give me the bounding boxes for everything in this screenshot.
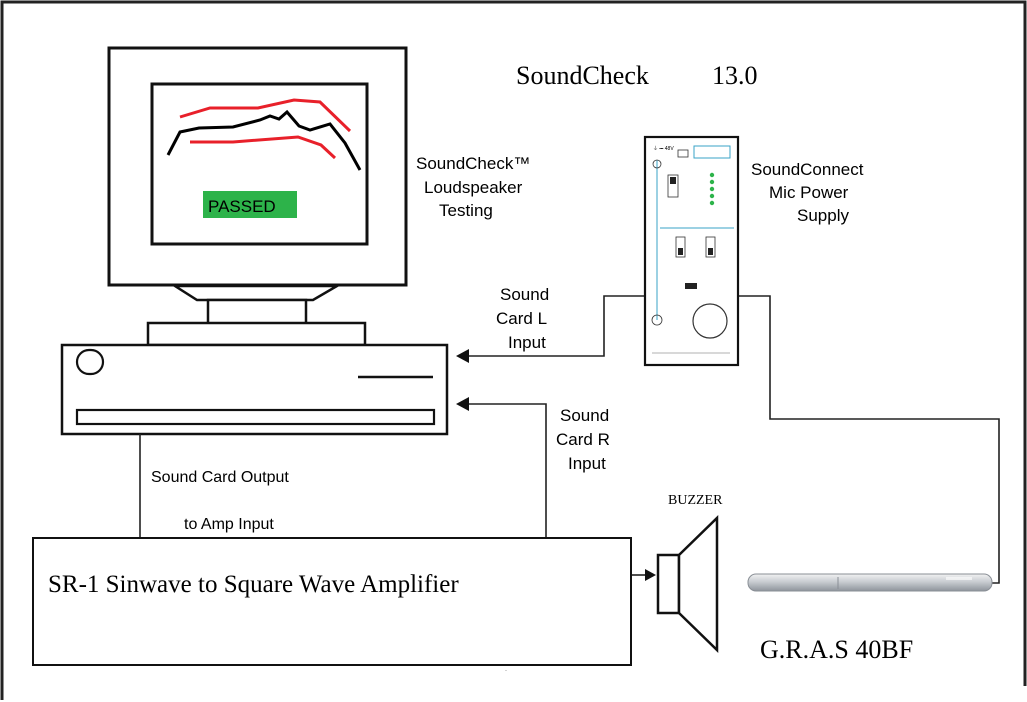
- monitor-neck: [170, 284, 342, 302]
- app-version: 13.0: [712, 61, 758, 90]
- amplifier-mark: ·: [505, 668, 507, 674]
- cpu-power-button: [75, 348, 105, 376]
- input-r-label-line3: Input: [568, 454, 606, 473]
- arrow-head-icon: [456, 397, 469, 411]
- soundcheck-label: SoundCheck™ Loudspeaker Testing: [416, 154, 530, 220]
- soundconnect-label-line3: Supply: [797, 206, 849, 225]
- input-r-label-line1: Sound: [560, 406, 609, 425]
- ps-gain-knob: [692, 303, 728, 339]
- input-r-label: Sound Card R Input: [556, 406, 610, 473]
- amp-to-speaker-arrow-head: [645, 569, 656, 581]
- upper-limit-line: [179, 98, 352, 133]
- passed-text: PASSED: [208, 197, 276, 216]
- ps-output-jack: [651, 314, 663, 326]
- ps-switch-c-knob: [708, 248, 713, 255]
- input-l-wire: [468, 295, 660, 357]
- soundcheck-label-line2: Loudspeaker: [424, 178, 523, 197]
- ps-switch-a-knob: [670, 177, 676, 184]
- ps-switch-a: [667, 174, 679, 198]
- cpu-case-icon: [60, 343, 449, 436]
- amplifier-label: SR-1 Sinwave to Square Wave Amplifier: [48, 571, 459, 598]
- amplifier-box: [32, 537, 632, 666]
- input-l-label-line3: Input: [508, 333, 546, 352]
- ps-switch-c: [705, 236, 716, 258]
- input-l-label: Sound Card L Input: [496, 285, 549, 352]
- monitor-stem: [206, 298, 308, 326]
- power-supply-icon: ⏚ ⎓ 48V: [643, 135, 740, 367]
- speaker-cone: [677, 515, 719, 653]
- soundconnect-label-line1: SoundConnect: [751, 160, 864, 179]
- mic-wire: [736, 295, 1000, 584]
- ps-input-jack: [677, 149, 689, 158]
- app-title: SoundCheck: [516, 61, 649, 90]
- input-l-label-line2: Card L: [496, 309, 547, 328]
- soundcheck-label-line1: SoundCheck™: [416, 154, 530, 173]
- microphone-label: G.R.A.S 40BF: [760, 635, 913, 664]
- microphone-body: [747, 573, 993, 592]
- soundcheck-label-line3: Testing: [439, 201, 493, 220]
- buzzer-label: BUZZER: [668, 493, 723, 508]
- input-r-wire: [468, 403, 547, 538]
- monitor-base: [146, 321, 367, 347]
- output-label-line2: to Amp Input: [184, 516, 274, 533]
- ps-switch-b-knob: [678, 248, 683, 255]
- input-r-label-line2: Card R: [556, 430, 610, 449]
- speaker-icon: BUZZER: [656, 493, 723, 653]
- microphone-text-mark: [946, 577, 972, 580]
- soundconnect-label-line2: Mic Power: [769, 183, 849, 202]
- speaker-magnet: [656, 553, 681, 615]
- outer-frame: [0, 0, 1027, 686]
- computer-monitor-icon: PASSED: [107, 46, 408, 347]
- microphone-icon: [747, 573, 993, 592]
- measurement-curve: [166, 109, 362, 171]
- ps-top-label: ⏚ ⎓ 48V: [653, 145, 674, 152]
- lower-limit-line: [190, 135, 337, 160]
- ps-led-column: [709, 172, 715, 206]
- input-l-label-line1: Sound: [500, 285, 549, 304]
- passed-badge: [203, 191, 297, 218]
- soundconnect-label: SoundConnect Mic Power Supply: [751, 160, 864, 225]
- cpu-drive-bay: [75, 408, 436, 426]
- ps-led-1: [652, 159, 662, 169]
- ps-slide-switch: [685, 283, 697, 289]
- ps-switch-b: [675, 236, 686, 258]
- arrow-head-icon-left: [456, 349, 469, 363]
- output-label-line1: Sound Card Output: [151, 469, 289, 486]
- ps-logo-box: [693, 145, 731, 159]
